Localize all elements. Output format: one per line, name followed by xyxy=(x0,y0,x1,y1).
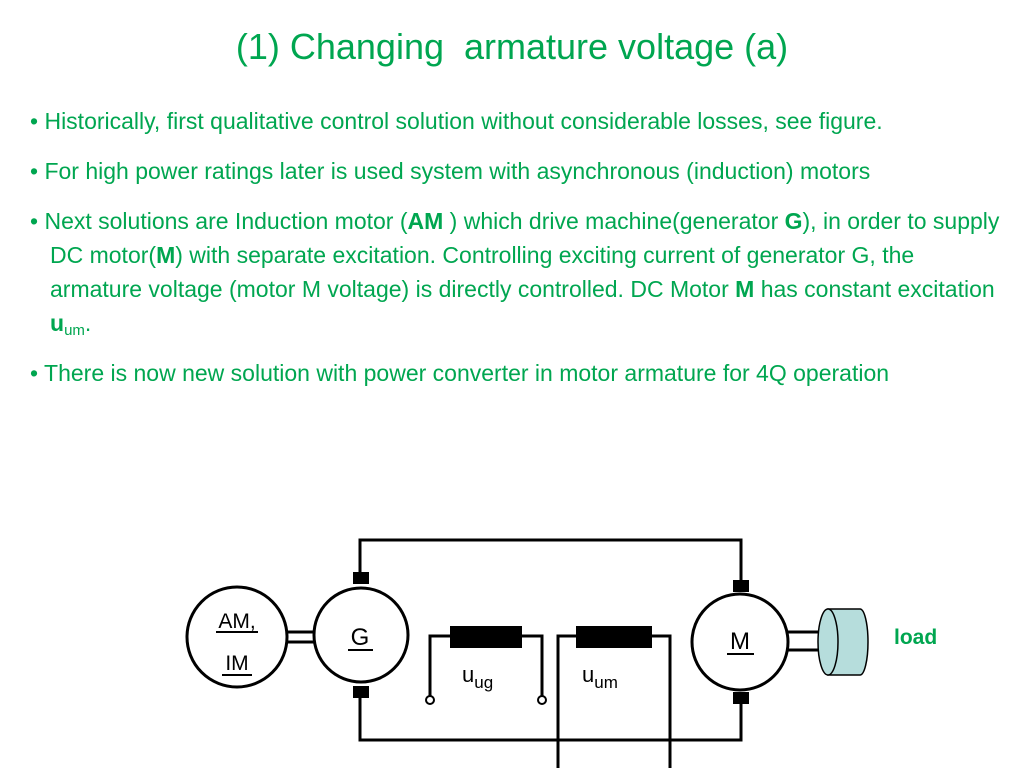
induction-motor-label-top: AM, xyxy=(218,610,255,633)
bullet-marker: • xyxy=(30,360,45,386)
bullet-item: • Next solutions are Induction motor (AM… xyxy=(30,204,1005,340)
coil-ug-label: uug xyxy=(462,662,493,692)
induction-motor-circle xyxy=(185,585,289,689)
bullet-text: For high power ratings later is used sys… xyxy=(44,158,871,184)
motor-brush-top xyxy=(733,580,749,592)
coil-um-label: uum xyxy=(582,662,618,692)
coil-ug xyxy=(450,626,522,648)
top-wire xyxy=(358,538,743,580)
bullet-item: • For high power ratings later is used s… xyxy=(30,154,1005,188)
load-cylinder xyxy=(817,608,869,676)
induction-motor-label-bottom: IM xyxy=(225,652,248,675)
coil-um-lead-right xyxy=(650,634,672,768)
motor-circle xyxy=(690,592,790,692)
load-label: load xyxy=(894,626,938,649)
bullet-text: . xyxy=(84,310,92,336)
wiring xyxy=(286,538,820,768)
bullet-marker: • xyxy=(30,208,45,234)
bullet-text: There is now new solution with power con… xyxy=(44,360,890,386)
generator-brush-bottom xyxy=(353,686,369,698)
terminal-dot xyxy=(425,695,435,705)
generator-label: G xyxy=(351,624,370,651)
slide-title: (1) Changing armature voltage (a) xyxy=(235,26,789,67)
coil-ug-label-main: u xyxy=(462,662,474,687)
bullet-bold-m: M xyxy=(735,276,755,302)
bullet-text: Historically, first qualitative control … xyxy=(44,108,883,134)
coil-ug-lead-right xyxy=(520,634,544,698)
bullet-marker: • xyxy=(30,108,45,134)
motor-brush-bottom xyxy=(733,692,749,704)
bullet-item: • Historically, first qualitative contro… xyxy=(30,104,1005,138)
generator-circle xyxy=(312,586,410,684)
bullet-text: Next solutions are Induction motor ( xyxy=(44,208,408,234)
bullet-list: • Historically, first qualitative contro… xyxy=(30,104,1005,406)
coil-um-label-sub: um xyxy=(594,673,618,692)
coil-ug-label-sub: ug xyxy=(474,673,493,692)
coil-um-label-main: u xyxy=(582,662,594,687)
bullet-item: • There is now new solution with power c… xyxy=(30,356,1005,390)
bullet-text: has constant excitation xyxy=(754,276,995,302)
generator-brush-top xyxy=(353,572,369,584)
coil-um xyxy=(576,626,652,648)
bullet-subscript-um: um xyxy=(64,322,85,339)
bullet-bold-u: u xyxy=(50,310,65,336)
bullet-bold-g: G xyxy=(784,208,803,234)
bottom-wire xyxy=(358,698,743,742)
motor-label: M xyxy=(730,628,750,655)
terminal-dot xyxy=(537,695,547,705)
coil-ug-lead-left xyxy=(428,634,452,698)
bullet-bold-m: M xyxy=(156,242,176,268)
bullet-text: ) with separate excitation. Controlling … xyxy=(50,242,915,302)
bullet-marker: • xyxy=(30,158,45,184)
bullet-bold-am: AM xyxy=(407,208,444,234)
coil-um-lead-left xyxy=(556,634,578,768)
bullet-text: ) which drive machine(generator xyxy=(443,208,785,234)
bullet-text: ), in order to supply DC motor( xyxy=(50,208,1000,268)
